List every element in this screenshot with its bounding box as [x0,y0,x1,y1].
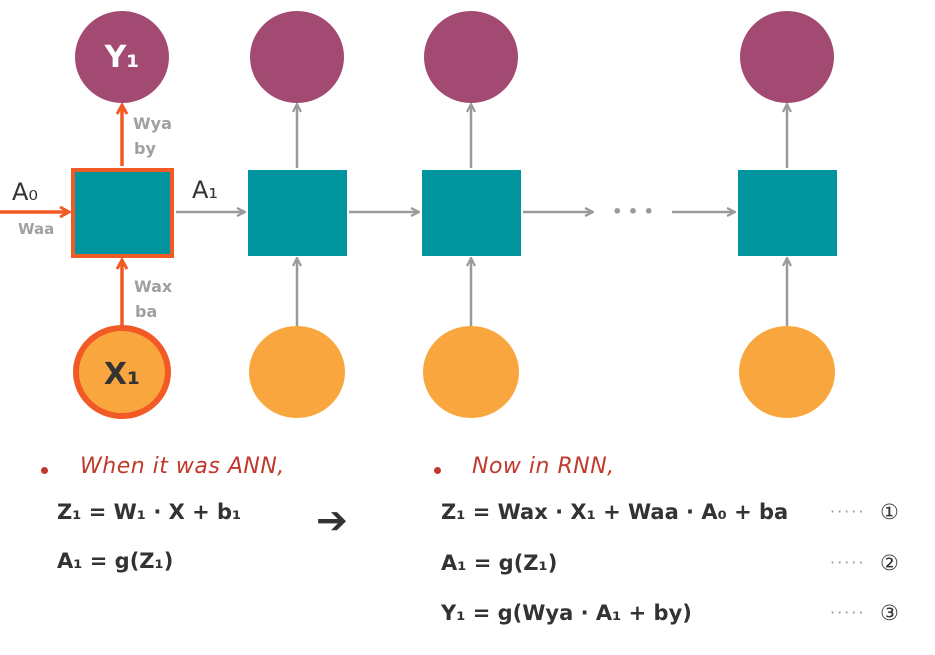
rnn-diagram: Y₁ X₁ • • • A₀ Waa A₁ Wya by Wax ba [0,11,837,419]
input-node-4 [739,326,835,418]
output-node-4 [740,11,834,103]
label-wax: Wax [134,277,173,296]
rnn-equation-dots-3: ····· [830,603,866,622]
transition-arrow-icon: ➔ [316,498,348,542]
hidden-node-4 [738,170,837,256]
rnn-equation-a1: A₁ = g(Z₁) [441,551,558,575]
rnn-equation-number-3: ③ [880,601,899,625]
ann-equation-a1: A₁ = g(Z₁) [57,549,174,573]
ellipsis: • • • [612,202,654,221]
output-node-3 [424,11,518,103]
rnn-equation-dots-1: ····· [830,502,866,521]
rnn-equation-dots-2: ····· [830,553,866,572]
left-heading: When it was ANN, [80,454,285,479]
input-label-x1: X₁ [104,357,140,392]
label-ba: ba [135,302,157,321]
output-label-y1: Y₁ [104,40,140,75]
rnn-equation-number-2: ② [880,551,899,575]
right-heading: Now in RNN, [472,454,615,479]
label-wya: Wya [133,114,172,133]
output-node-1 [75,11,169,103]
label-waa: Waa [18,220,54,238]
label-a1: A₁ [192,176,218,204]
ann-equation-z1: Z₁ = W₁ · X + b₁ [57,500,242,524]
label-by: by [134,139,156,158]
left-heading-bullet [41,467,48,474]
hidden-node-3 [422,170,521,256]
label-a0: A₀ [12,178,38,206]
rnn-equation-z1: Z₁ = Wax · X₁ + Waa · A₀ + ba [441,500,789,524]
hidden-node-1 [71,168,174,258]
input-node-3 [423,326,519,418]
equations-area: When it was ANN, Z₁ = W₁ · X + b₁ A₁ = g… [0,430,935,655]
rnn-equation-number-1: ① [880,500,899,524]
hidden-node-2 [248,170,347,256]
rnn-equation-y1: Y₁ = g(Wya · A₁ + by) [441,601,692,625]
input-node-2 [249,326,345,418]
right-heading-bullet [434,467,441,474]
input-node-1 [73,325,171,419]
output-node-2 [250,11,344,103]
